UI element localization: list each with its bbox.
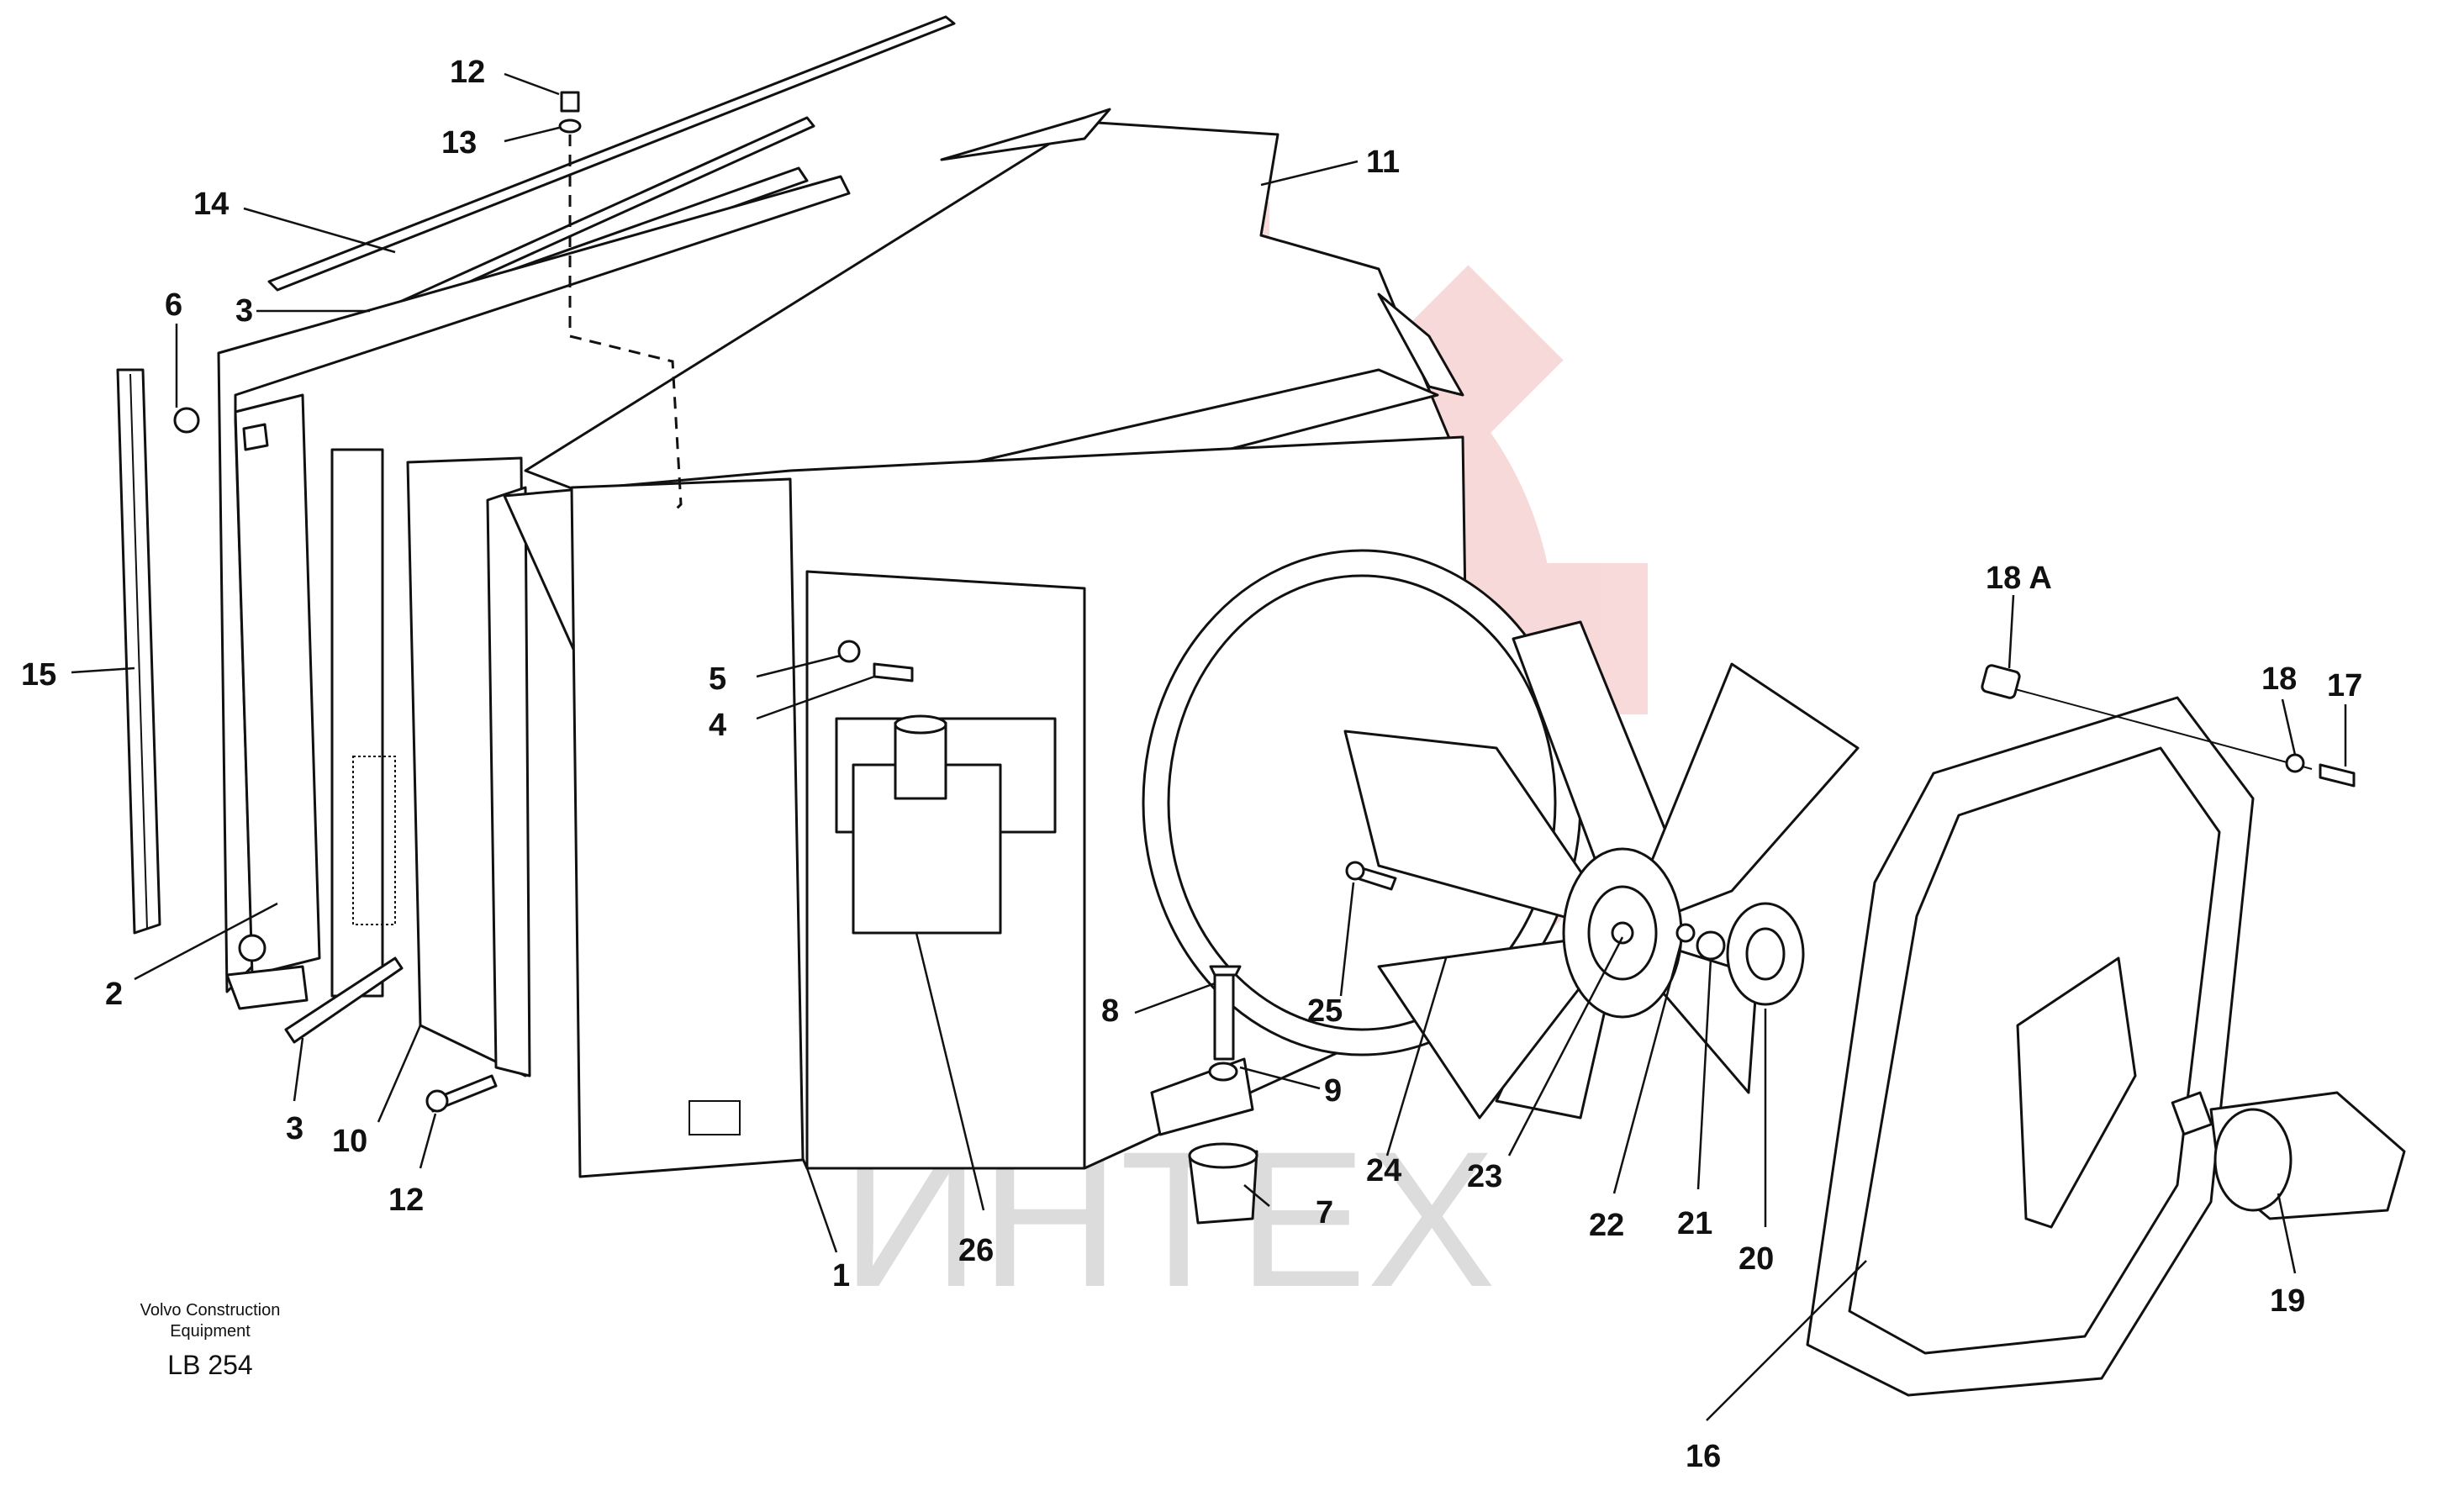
- callout-9: 9: [1324, 1073, 1342, 1109]
- callout-25: 25: [1307, 993, 1343, 1029]
- hub-assembly: [1675, 902, 1805, 1006]
- callout-3-bottom: 3: [286, 1111, 303, 1146]
- footer-code: LB 254: [167, 1350, 252, 1380]
- callout-21: 21: [1677, 1206, 1712, 1241]
- drawing: [116, 15, 2406, 1397]
- callout-16: 16: [1686, 1439, 1721, 1474]
- callout-6: 6: [165, 287, 182, 323]
- callout-22: 22: [1589, 1208, 1624, 1243]
- callout-14: 14: [193, 187, 229, 222]
- footer-maker-line1: Volvo Construction: [140, 1301, 281, 1320]
- callout-1: 1: [832, 1258, 850, 1293]
- callout-4: 4: [709, 708, 726, 743]
- callout-24: 24: [1366, 1153, 1401, 1188]
- seal-strip-15: [116, 368, 161, 935]
- bracket-26: [852, 714, 1002, 935]
- callout-10: 10: [332, 1124, 367, 1159]
- radiator-side-frame-2: [217, 175, 851, 1010]
- callout-15: 15: [21, 657, 56, 693]
- fan-guard-16: [1806, 696, 2255, 1397]
- callout-18: 18: [2261, 661, 2297, 697]
- callout-12-bottom: 12: [388, 1183, 424, 1218]
- callout-20: 20: [1739, 1241, 1774, 1277]
- callouts: 12 13 14 6 3 11 15 5 4 18 A 18 17 2 8 25…: [21, 55, 2362, 1474]
- mount-8-9-7: [1150, 965, 1258, 1225]
- footer-block: Volvo Construction Equipment LB 254: [140, 1301, 281, 1380]
- nut-6: [173, 407, 200, 434]
- callout-11: 11: [1366, 145, 1400, 180]
- callout-7: 7: [1316, 1195, 1333, 1230]
- side-panel-10: [406, 456, 531, 1077]
- footer-maker-line2: Equipment: [170, 1322, 251, 1341]
- screw-12-bottom: [425, 1074, 498, 1113]
- callout-23: 23: [1467, 1159, 1502, 1194]
- top-bolt: [558, 91, 683, 514]
- callout-8: 8: [1101, 993, 1119, 1029]
- callout-13: 13: [441, 125, 477, 161]
- callout-3-top: 3: [235, 293, 253, 329]
- callout-19: 19: [2270, 1283, 2305, 1319]
- callout-12-top: 12: [450, 55, 485, 90]
- leader-lines: [71, 72, 2347, 1421]
- strip-3-bottom: [284, 956, 404, 1044]
- callout-18a: 18 A: [1986, 561, 2052, 596]
- fasteners-right: [1981, 664, 2356, 788]
- bolt-5-4: [837, 640, 914, 682]
- callout-26: 26: [958, 1233, 994, 1268]
- bolt-25: [1345, 861, 1397, 891]
- callout-5: 5: [709, 661, 726, 697]
- callout-2: 2: [105, 977, 123, 1012]
- hydraulic-motor-19: [2171, 1091, 2406, 1220]
- callout-17: 17: [2327, 668, 2362, 703]
